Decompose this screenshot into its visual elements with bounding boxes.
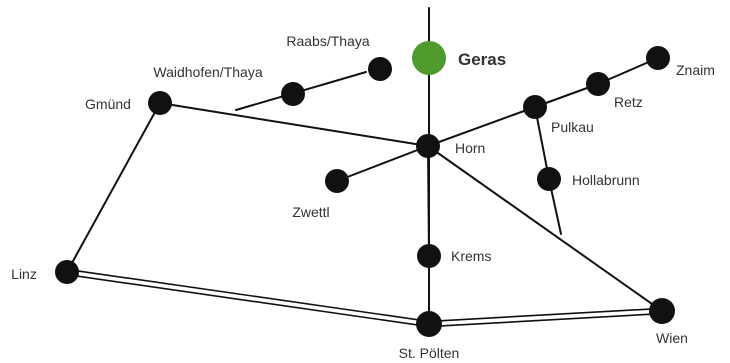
city-node-wien [649, 298, 675, 324]
city-label-waidhofen: Waidhofen/Thaya [153, 64, 262, 80]
road-gmuend-linz [66, 102, 161, 273]
nodes-layer [55, 41, 675, 337]
city-node-krems [417, 244, 441, 268]
city-label-wien: Wien [656, 330, 688, 346]
city-node-geras [412, 41, 446, 75]
city-node-zwettl [325, 169, 349, 193]
city-node-raabs [368, 57, 392, 81]
city-label-raabs: Raabs/Thaya [286, 33, 369, 49]
city-node-pulkau [523, 95, 547, 119]
city-node-linz [55, 260, 79, 284]
city-label-zwettl: Zwettl [292, 204, 329, 220]
city-label-znaim: Znaim [676, 62, 715, 78]
road-horn-wien [427, 145, 663, 312]
city-label-retz: Retz [614, 94, 643, 110]
roads-layer [65, 7, 663, 328]
city-label-hollabrunn: Hollabrunn [572, 172, 640, 188]
road-stpoelten-wien-upper [428, 312, 663, 328]
city-node-waidhofen [281, 82, 305, 106]
city-label-stpoelten: St. Pölten [399, 345, 460, 361]
road-horn-krems [427, 145, 430, 257]
city-label-linz: Linz [11, 266, 37, 282]
road-stpoelten-wien-lower [428, 307, 663, 323]
road-pulkau-hollabrunn [534, 106, 550, 180]
city-label-horn: Horn [455, 140, 485, 156]
city-node-gmuend [148, 91, 172, 115]
city-node-znaim [646, 46, 670, 70]
city-label-gmuend: Gmünd [85, 96, 131, 112]
road-linz-stpoelten-lower [66, 268, 431, 323]
city-node-retz [586, 72, 610, 96]
city-label-krems: Krems [451, 248, 491, 264]
city-node-stpoelten [416, 311, 442, 337]
road-linz-stpoelten-upper [65, 273, 430, 328]
road-gmuend-horn [159, 102, 429, 147]
road-horn-zwettl [336, 145, 429, 182]
city-node-horn [416, 134, 440, 158]
road-horn-pulkau [427, 106, 536, 147]
city-label-geras: Geras [458, 50, 506, 69]
city-label-pulkau: Pulkau [551, 119, 594, 135]
city-node-hollabrunn [537, 167, 561, 191]
